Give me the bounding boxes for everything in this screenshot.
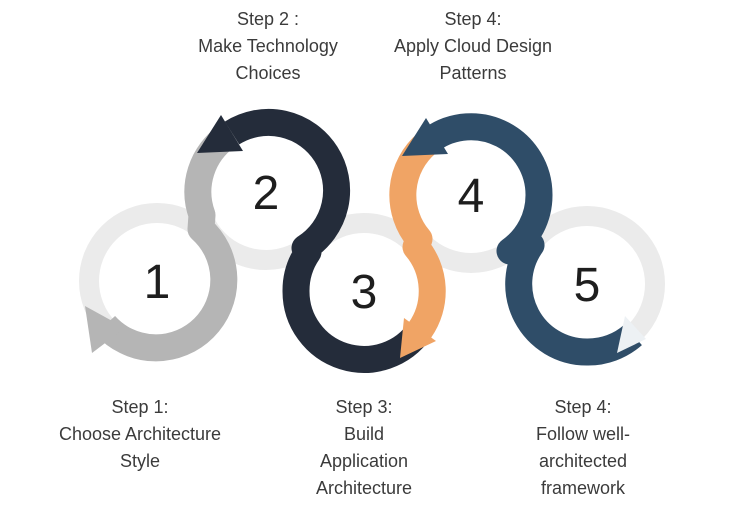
step-number-2: 2 [253,167,280,220]
step-number-4: 4 [458,170,485,223]
step-label-4: Step 4: Apply Cloud Design Patterns [343,6,603,87]
step-number-5: 5 [574,259,601,312]
step-label-4-line3: Patterns [439,63,507,83]
arrowhead-step5-light-icon [617,316,646,353]
curved-arrow-step2 [224,108,432,373]
step-label-1: Step 1: Choose Architecture Style [10,394,270,475]
step-label-3: Step 3: Build Application Architecture [234,394,494,502]
step-label-2: Step 2 : Make Technology Choices [138,6,398,87]
curved-arrow-step1 [94,124,238,362]
step-number-3: 3 [351,266,378,319]
step-label-5: Step 4: Follow well- architected framewo… [453,394,713,502]
arrowhead-step2-icon [197,115,243,153]
step-label-5-line4: framework [540,478,625,498]
step-label-2-line1: Step 2 : [236,9,300,29]
step-label-1-line1: Step 1: [111,397,169,417]
step-label-1-line2: Choose Architecture [58,424,222,444]
step-label-3-line1: Step 3: [335,397,393,417]
curved-arrow-step4 [424,113,642,366]
step-label-3-line3: Application [319,451,409,471]
step-label-3-line4: Architecture [315,478,413,498]
step-label-4-line1: Step 4: [444,9,502,29]
step-label-5-line3: architected [538,451,628,471]
arrowhead-step3-icon [400,318,436,358]
step-label-3-line2: Build [343,424,385,444]
arrowhead-step4-icon [402,118,448,156]
step-number-1: 1 [144,256,171,309]
step-label-4-line2: Apply Cloud Design [393,36,553,56]
step-label-5-line1: Step 4: [554,397,612,417]
curved-arrow-step3 [389,132,446,338]
step-label-2-line3: Choices [235,63,301,83]
step-label-5-line2: Follow well- [535,424,631,444]
step-label-2-line2: Make Technology [198,36,338,56]
arrowhead-step1-icon [85,306,125,353]
step-label-1-line3: Style [119,451,161,471]
